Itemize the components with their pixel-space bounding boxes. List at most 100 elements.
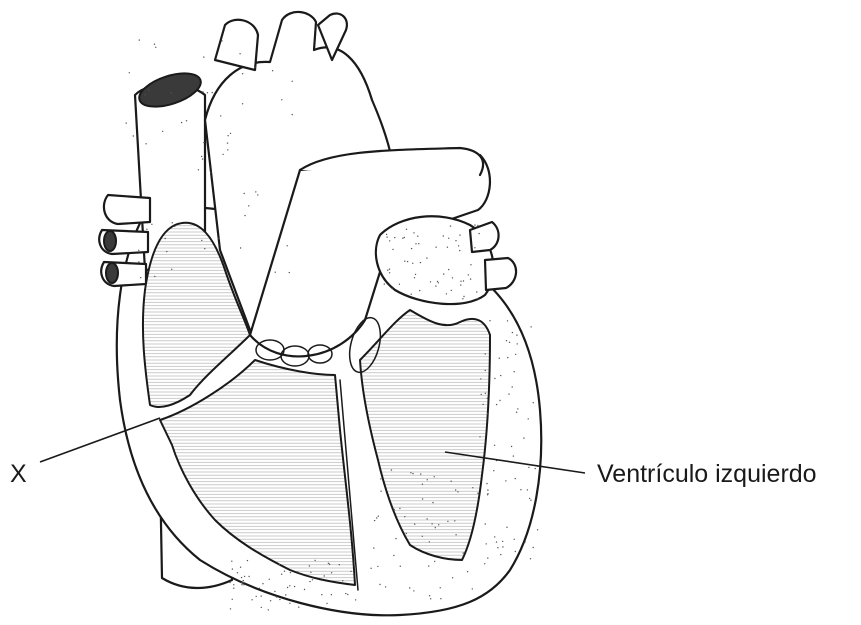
speckle-dot — [310, 572, 311, 573]
speckle-dot — [285, 594, 286, 595]
speckle-dot — [377, 566, 378, 567]
speckle-dot — [406, 533, 407, 534]
speckle-dot — [261, 607, 262, 608]
speckle-dot — [256, 596, 257, 597]
speckle-dot — [233, 588, 234, 589]
speckle-dot — [399, 284, 400, 285]
speckle-dot — [446, 293, 447, 294]
speckle-dot — [292, 81, 293, 82]
speckle-dot — [528, 418, 529, 419]
speckle-dot — [148, 89, 149, 90]
speckle-dot — [506, 340, 507, 341]
speckle-dot — [281, 99, 282, 100]
speckle-dot — [485, 353, 486, 354]
speckle-dot — [251, 599, 252, 600]
speckle-dot — [455, 489, 456, 490]
speckle-dot — [494, 445, 495, 446]
speckle-dot — [404, 261, 405, 262]
speckle-dot — [404, 516, 405, 517]
speckle-dot — [434, 561, 435, 562]
speckle-dot — [530, 326, 531, 327]
speckle-dot — [172, 222, 173, 223]
speckle-dot — [460, 281, 461, 282]
speckle-dot — [477, 298, 478, 299]
speckle-dot — [392, 249, 393, 250]
speckle-dot — [426, 518, 427, 519]
speckle-dot — [428, 565, 429, 566]
speckle-dot — [239, 53, 240, 54]
speckle-dot — [517, 343, 518, 344]
speckle-dot — [227, 135, 228, 136]
speckle-dot — [248, 576, 249, 577]
speckle-dot — [452, 277, 453, 278]
speckle-dot — [486, 483, 487, 484]
speckle-dot — [494, 536, 495, 537]
speckle-dot — [386, 234, 387, 235]
speckle-dot — [470, 264, 471, 265]
speckle-dot — [454, 520, 455, 521]
speckle-dot — [516, 412, 517, 413]
speckle-dot — [505, 480, 506, 481]
speckle-dot — [140, 277, 141, 278]
speckle-dot — [201, 240, 202, 241]
speckle-dot — [420, 473, 421, 474]
speckle-dot — [241, 577, 242, 578]
speckle-dot — [480, 378, 481, 379]
speckle-dot — [373, 547, 374, 548]
speckle-dot — [279, 564, 280, 565]
speckle-dot — [201, 156, 202, 157]
speckle-dot — [487, 493, 488, 494]
speckle-dot — [309, 565, 310, 566]
speckle-dot — [494, 378, 495, 379]
speckle-dot — [435, 527, 436, 528]
speckle-dot — [222, 154, 223, 155]
speckle-dot — [462, 298, 463, 299]
speckle-dot — [218, 238, 219, 239]
speckle-dot — [326, 603, 327, 604]
speckle-dot — [272, 70, 273, 71]
speckle-dot — [257, 194, 258, 195]
speckle-dot — [414, 524, 415, 525]
speckle-dot — [129, 72, 130, 73]
speckle-dot — [281, 574, 282, 575]
speckle-dot — [380, 478, 381, 479]
speckle-dot — [294, 586, 295, 587]
speckle-dot — [210, 172, 211, 173]
label-left-ventricle: Ventrículo izquierdo — [597, 460, 817, 488]
speckle-dot — [506, 527, 507, 528]
speckle-dot — [289, 603, 290, 604]
speckle-dot — [470, 278, 471, 279]
speckle-dot — [440, 598, 441, 599]
speckle-dot — [389, 272, 390, 273]
speckle-dot — [275, 272, 276, 273]
speckle-dot — [162, 131, 163, 132]
speckle-dot — [243, 582, 244, 583]
speckle-dot — [386, 236, 387, 237]
speckle-dot — [457, 491, 458, 492]
right-pulmonary-vein-lower-opening — [106, 263, 118, 283]
speckle-dot — [463, 296, 464, 297]
speckle-dot — [355, 599, 356, 600]
speckle-dot — [289, 272, 290, 273]
speckle-dot — [517, 408, 518, 409]
speckle-dot — [438, 282, 439, 283]
speckle-dot — [463, 552, 464, 553]
speckle-dot — [434, 476, 435, 477]
speckle-dot — [331, 594, 332, 595]
speckle-dot — [497, 547, 498, 548]
speckle-dot — [455, 240, 456, 241]
speckle-dot — [230, 608, 231, 609]
speckle-dot — [448, 269, 449, 270]
speckle-dot — [227, 149, 228, 150]
speckle-dot — [171, 269, 172, 270]
speckle-dot — [413, 590, 414, 591]
speckle-dot — [459, 234, 460, 235]
speckle-dot — [422, 484, 423, 485]
speckle-dot — [241, 584, 242, 585]
speckle-dot — [486, 543, 487, 544]
speckle-dot — [237, 572, 238, 573]
speckle-dot — [321, 594, 322, 595]
speckle-dot — [514, 539, 515, 540]
speckle-dot — [385, 586, 386, 587]
